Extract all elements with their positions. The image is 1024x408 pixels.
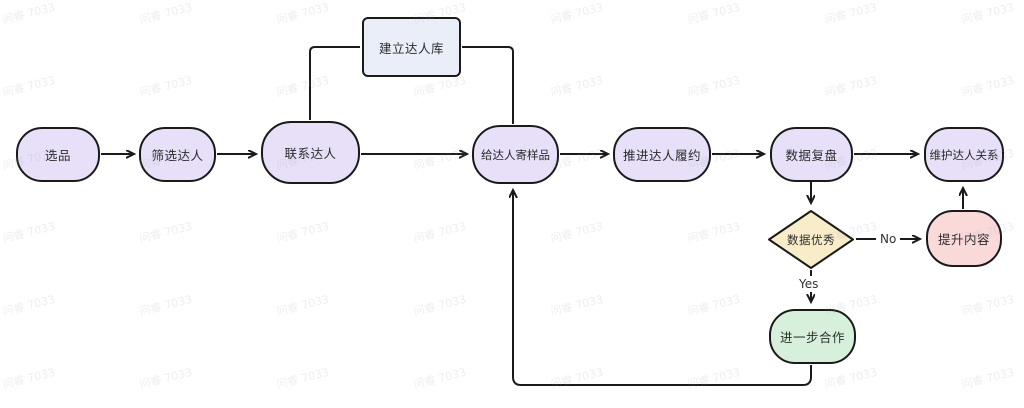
node-data-excellent[interactable]: 数据优秀 (767, 209, 855, 270)
node-send-samples[interactable]: 给达人寄样品 (472, 125, 559, 184)
node-push-fulfillment[interactable]: 推进达人履约 (613, 127, 711, 182)
node-maintain-relations[interactable]: 维护达人关系 (924, 127, 1004, 182)
node-screen-influencers-label: 筛选达人 (151, 148, 204, 163)
node-data-review-label: 数据复盘 (785, 148, 838, 163)
edge-loop-cooperation-to-samples (513, 190, 812, 386)
edge-db-to-samples (462, 46, 514, 124)
node-further-cooperation[interactable]: 进一步合作 (769, 309, 856, 364)
edge-label-no: No (876, 231, 901, 247)
edge-label-yes: Yes (795, 276, 823, 292)
node-send-samples-label: 给达人寄样品 (481, 147, 550, 162)
node-data-excellent-label: 数据优秀 (787, 232, 835, 247)
node-improve-content-label: 提升内容 (937, 232, 990, 247)
node-maintain-relations-label: 维护达人关系 (929, 147, 999, 162)
edge-contact-to-db (309, 46, 360, 120)
node-screen-influencers[interactable]: 筛选达人 (139, 127, 216, 182)
node-further-cooperation-label: 进一步合作 (779, 330, 845, 345)
node-build-influencer-db[interactable]: 建立达人库 (362, 17, 461, 77)
node-data-review[interactable]: 数据复盘 (770, 127, 853, 182)
node-contact-influencers[interactable]: 联系达人 (261, 121, 360, 184)
node-push-fulfillment-label: 推进达人履约 (622, 148, 701, 163)
node-improve-content[interactable]: 提升内容 (926, 210, 1002, 267)
node-select-product-label: 选品 (44, 148, 71, 163)
decision-diamond-shape (768, 210, 854, 269)
node-build-influencer-db-label: 建立达人库 (378, 40, 444, 56)
node-select-product[interactable]: 选品 (16, 127, 100, 182)
node-contact-influencers-label: 联系达人 (284, 146, 337, 161)
